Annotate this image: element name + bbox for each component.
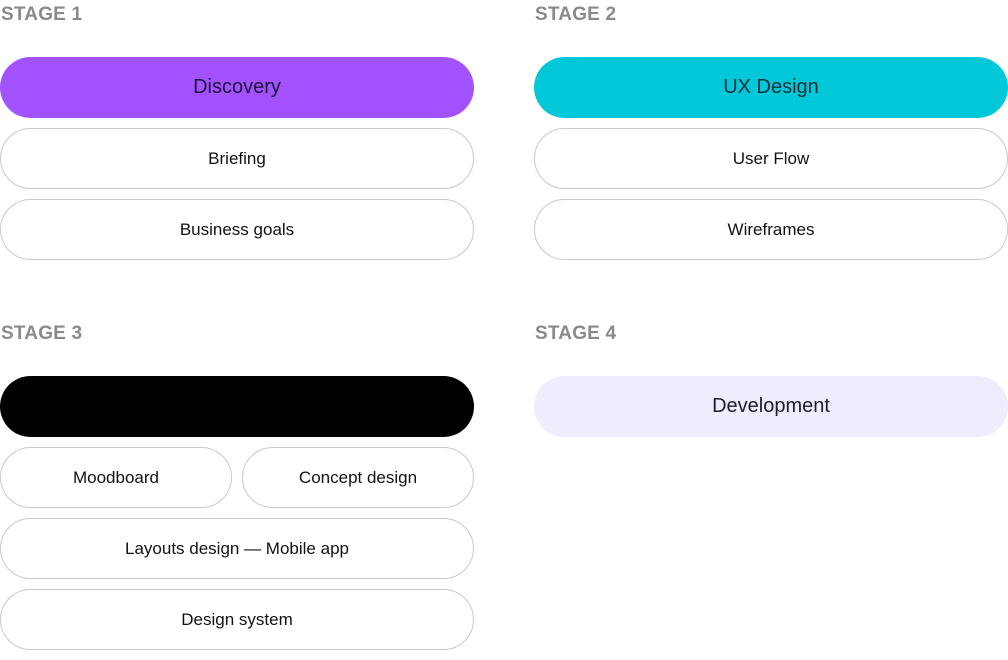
design-system-step-pill[interactable]: Design system [0, 589, 474, 650]
stage-3-body: Moodboard Concept design Layouts design … [0, 376, 474, 660]
moodboard-step-pill[interactable]: Moodboard [0, 447, 232, 508]
stage-3-label: STAGE 3 [1, 323, 83, 344]
stage-4-body: Development [534, 376, 1008, 447]
development-phase-pill[interactable]: Development [534, 376, 1008, 437]
stage-4-label: STAGE 4 [535, 323, 617, 344]
wireframes-step-pill[interactable]: Wireframes [534, 199, 1008, 260]
concept-design-step-pill[interactable]: Concept design [242, 447, 474, 508]
stage-3-split-row: Moodboard Concept design [0, 447, 474, 518]
ux-design-phase-pill[interactable]: UX Design [534, 57, 1008, 118]
stage-2-label: STAGE 2 [535, 4, 617, 25]
stage-2-body: UX Design User Flow Wireframes [534, 57, 1008, 270]
layouts-design-step-pill[interactable]: Layouts design — Mobile app [0, 518, 474, 579]
business-goals-step-pill[interactable]: Business goals [0, 199, 474, 260]
user-flow-step-pill[interactable]: User Flow [534, 128, 1008, 189]
discovery-phase-pill[interactable]: Discovery [0, 57, 474, 118]
ui-design-phase-pill[interactable] [0, 376, 474, 437]
briefing-step-pill[interactable]: Briefing [0, 128, 474, 189]
stage-1-label: STAGE 1 [1, 4, 83, 25]
stage-1-body: Discovery Briefing Business goals [0, 57, 474, 270]
